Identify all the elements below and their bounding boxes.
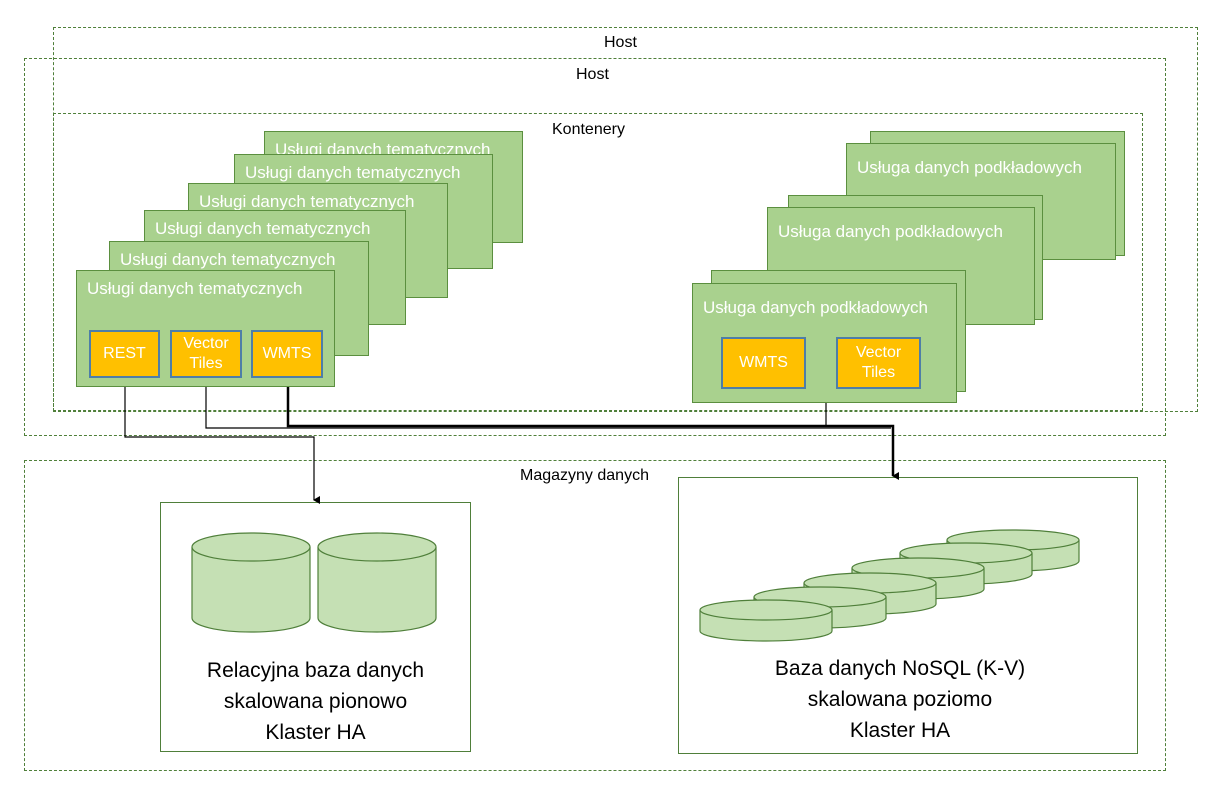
nosql-db-line1: Baza danych NoSQL (K-V) bbox=[774, 657, 1026, 680]
thematic-service-label: Usługi danych tematycznych bbox=[120, 250, 336, 269]
db-cylinder-1 bbox=[191, 532, 311, 633]
containers-label: Kontenery bbox=[552, 121, 625, 138]
host-label-back: Host bbox=[604, 34, 637, 51]
wmts-chip-base: WMTS bbox=[721, 337, 806, 389]
base-service-label: Usługa danych podkładowych bbox=[857, 158, 1082, 177]
connector-wmts bbox=[286, 387, 899, 480]
thematic-service-label: Usługi danych tematycznych bbox=[87, 279, 303, 298]
nosql-db-box: Baza danych NoSQL (K-V) skalowana poziom… bbox=[678, 477, 1138, 754]
storage-frame bbox=[24, 460, 1166, 771]
rest-chip: REST bbox=[89, 330, 160, 378]
nosql-db-line2: skalowana poziomo bbox=[807, 688, 993, 711]
thematic-service-label: Usługi danych tematycznych bbox=[245, 163, 461, 182]
nosql-disk-1 bbox=[699, 599, 833, 642]
thematic-service-label: Usługi danych tematycznych bbox=[199, 192, 415, 211]
relational-db-line1: Relacyjna baza danych bbox=[206, 659, 425, 682]
connector-rest bbox=[124, 387, 320, 504]
base-service-label: Usługa danych podkładowych bbox=[703, 298, 928, 317]
wmts-chip-thematic: WMTS bbox=[251, 330, 323, 378]
thematic-service-label: Usługi danych tematycznych bbox=[155, 219, 371, 238]
vector-tiles-chip-thematic: Vector Tiles bbox=[170, 330, 242, 378]
storage-label: Magazyny danych bbox=[520, 467, 649, 484]
base-service-label: Usługa danych podkładowych bbox=[778, 222, 1003, 241]
host-frame-front bbox=[24, 58, 1166, 436]
vector-tiles-chip-base: Vector Tiles bbox=[836, 337, 921, 389]
db-cylinder-2 bbox=[317, 532, 437, 633]
containers-frame bbox=[53, 113, 1143, 411]
connector-vector-tiles bbox=[205, 387, 891, 429]
host-label-front: Host bbox=[576, 66, 609, 83]
nosql-db-line3: Klaster HA bbox=[849, 719, 951, 742]
relational-db-line3: Klaster HA bbox=[265, 721, 366, 744]
relational-db-line2: skalowana pionowo bbox=[223, 690, 408, 713]
